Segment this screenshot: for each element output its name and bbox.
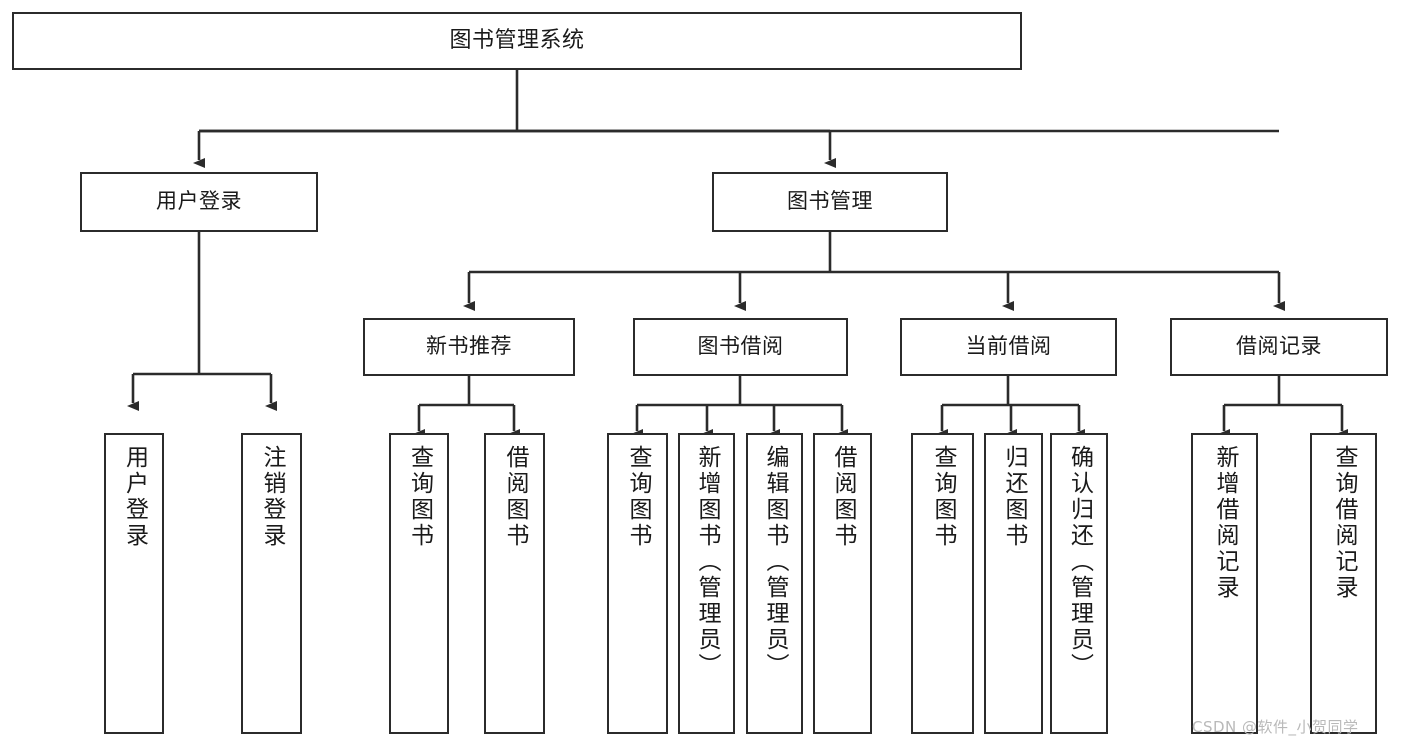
leaf-book-borrow-edit[interactable]: 编辑图书（管理员） [746,433,803,734]
node-book-management[interactable]: 图书管理 [712,172,948,232]
leaf-current-borrow-return[interactable]: 归还图书 [984,433,1043,734]
node-book-borrow-label: 图书借阅 [697,334,784,359]
csdn-watermark: CSDN @软件_小贺同学 [1192,718,1359,736]
leaf-new-book-borrow[interactable]: 借阅图书 [484,433,545,734]
leaf-current-borrow-confirm[interactable]: 确认归还（管理员） [1050,433,1108,734]
node-root-system[interactable]: 图书管理系统 [12,12,1022,70]
node-current-borrow-label: 当前借阅 [965,334,1052,359]
leaf-borrow-record-query[interactable]: 查询借阅记录 [1310,433,1377,734]
node-root-label: 图书管理系统 [449,27,585,53]
node-user-login-label: 用户登录 [156,189,242,214]
node-borrow-record[interactable]: 借阅记录 [1170,318,1388,376]
leaf-book-borrow-add[interactable]: 新增图书（管理员） [678,433,735,734]
leaf-user-login-signin-label: 用户登录 [121,445,148,549]
node-new-book-recommend-label: 新书推荐 [426,334,512,359]
leaf-book-borrow-add-label: 新增图书（管理员） [694,445,720,679]
leaf-book-borrow-borrow[interactable]: 借阅图书 [813,433,872,734]
leaf-current-borrow-confirm-label: 确认归还（管理员） [1066,445,1093,679]
leaf-book-borrow-borrow-label: 借阅图书 [830,445,856,549]
leaf-borrow-record-query-label: 查询借阅记录 [1331,445,1357,601]
leaf-new-book-query[interactable]: 查询图书 [389,433,449,734]
leaf-current-borrow-query-label: 查询图书 [930,445,956,549]
leaf-user-login-signout-label: 注销登录 [259,445,285,549]
node-book-borrow[interactable]: 图书借阅 [633,318,848,376]
leaf-user-login-signin[interactable]: 用户登录 [104,433,164,734]
leaf-user-login-signout[interactable]: 注销登录 [241,433,302,734]
leaf-new-book-borrow-label: 借阅图书 [502,445,528,549]
node-book-management-label: 图书管理 [787,189,873,214]
leaf-current-borrow-query[interactable]: 查询图书 [911,433,974,734]
node-user-login[interactable]: 用户登录 [80,172,318,232]
leaf-borrow-record-add-label: 新增借阅记录 [1212,445,1238,601]
leaf-book-borrow-query-label: 查询图书 [625,445,651,549]
leaf-current-borrow-return-label: 归还图书 [1001,445,1027,549]
node-borrow-record-label: 借阅记录 [1236,334,1322,359]
leaf-book-borrow-query[interactable]: 查询图书 [607,433,668,734]
leaf-book-borrow-edit-label: 编辑图书（管理员） [762,445,788,679]
leaf-borrow-record-add[interactable]: 新增借阅记录 [1191,433,1258,734]
node-new-book-recommend[interactable]: 新书推荐 [363,318,575,376]
node-current-borrow[interactable]: 当前借阅 [900,318,1117,376]
leaf-new-book-query-label: 查询图书 [406,445,433,549]
